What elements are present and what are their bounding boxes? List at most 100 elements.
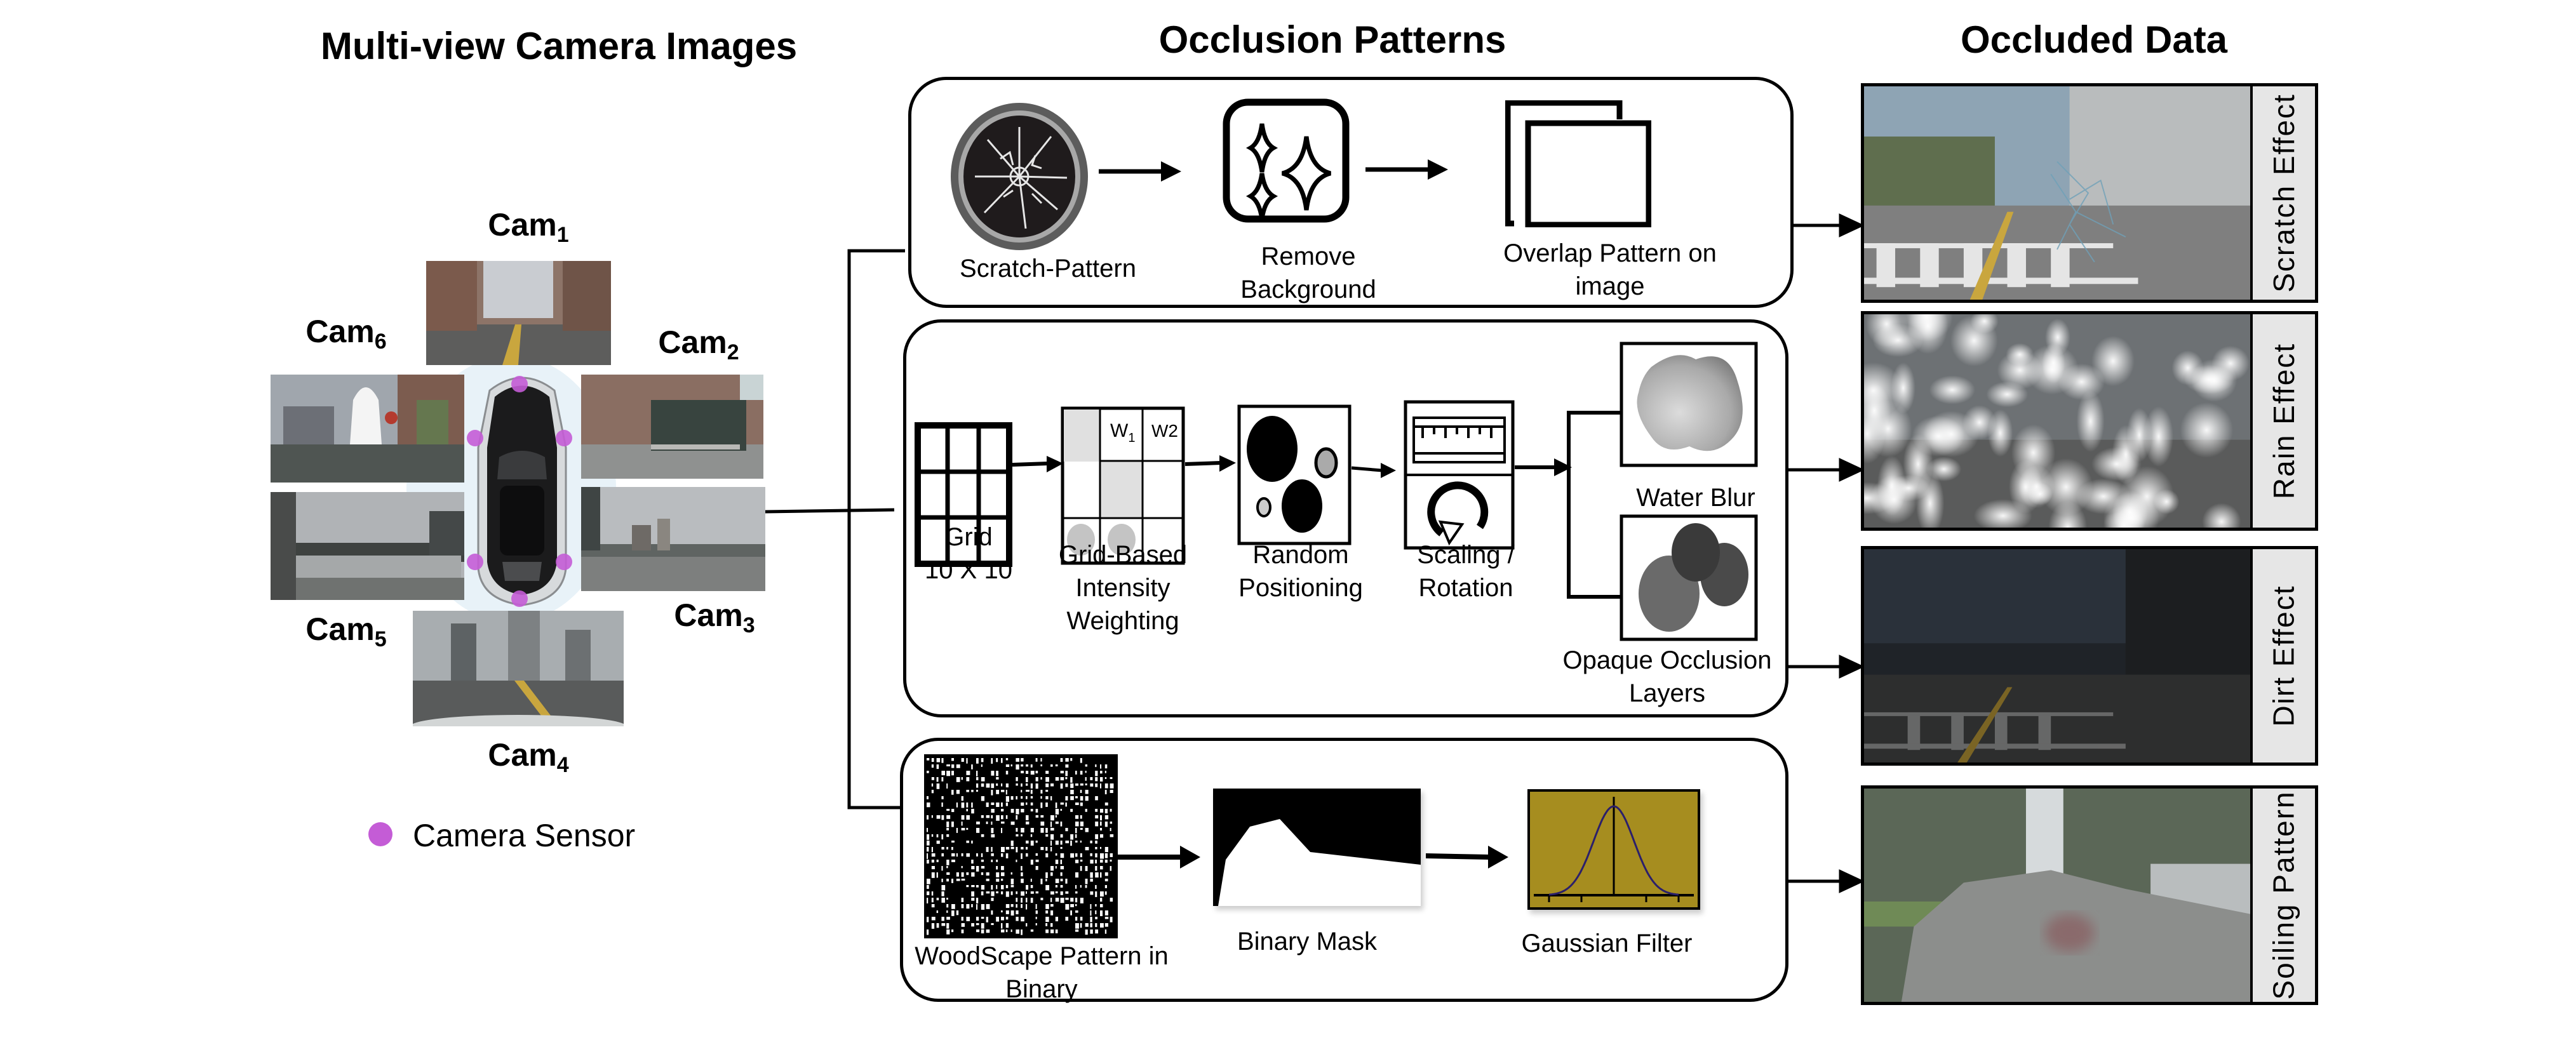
woodscape-speck: [1026, 904, 1028, 910]
camera-sensor-dot-front-right: [556, 430, 572, 446]
woodscape-speck: [1080, 822, 1084, 827]
woodscape-speck: [1095, 853, 1097, 858]
rain-drop-blob: [2076, 478, 2131, 515]
woodscape-speck: [1035, 809, 1038, 813]
woodscape-speck: [1095, 777, 1098, 782]
rain-drop-blob: [1864, 482, 1896, 514]
woodscape-speck: [1100, 777, 1103, 782]
woodscape-speck: [996, 771, 998, 776]
woodscape-speck: [1104, 872, 1108, 876]
woodscape-speck: [1001, 783, 1003, 787]
woodscape-speck: [1026, 923, 1028, 927]
woodscape-speck: [1060, 891, 1063, 895]
woodscape-speck: [1095, 771, 1098, 776]
woodscape-speck: [1085, 879, 1088, 884]
header-occlusion-patterns: Occlusion Patterns: [1158, 18, 1506, 61]
woodscape-speck: [1080, 866, 1082, 871]
woodscape-speck: [936, 898, 939, 901]
woodscape-speck: [1060, 809, 1063, 811]
woodscape-speck: [1060, 879, 1063, 882]
woodscape-speck: [1021, 866, 1023, 871]
woodscape-speck: [1100, 828, 1103, 831]
woodscape-speck: [1021, 758, 1024, 762]
woodscape-speck: [941, 758, 944, 763]
woodscape-speck: [1010, 872, 1012, 875]
woodscape-speck: [1021, 917, 1024, 922]
woodscape-speck: [1080, 771, 1083, 775]
woodscape-speck: [981, 764, 983, 767]
woodscape-speck: [1005, 904, 1010, 909]
woodscape-speck: [971, 809, 974, 814]
woodscape-speck: [946, 828, 949, 830]
woodscape-speck: [981, 796, 985, 801]
woodscape-speck: [1110, 860, 1112, 862]
woodscape-speck: [1070, 796, 1074, 801]
woodscape-speck: [1045, 929, 1049, 933]
woodscape-speck: [1090, 904, 1092, 909]
woodscape-speck: [1050, 815, 1054, 821]
woodscape-speck: [931, 758, 934, 763]
woodscape-speck: [1005, 790, 1007, 795]
woodscape-speck: [1095, 834, 1099, 839]
woodscape-speck: [936, 841, 940, 844]
woodscape-speck: [1050, 910, 1054, 916]
woodscape-speck: [1104, 879, 1108, 882]
ruler-rotate-icon: [1404, 400, 1515, 550]
woodscape-speck: [961, 929, 964, 934]
woodscape-speck: [976, 758, 979, 764]
woodscape-speck: [991, 771, 995, 776]
woodscape-speck: [966, 809, 969, 811]
opaque-circles-icon: [1620, 514, 1758, 641]
woodscape-speck: [1080, 841, 1082, 843]
woodscape-speck: [1070, 834, 1074, 840]
woodscape-speck: [946, 917, 950, 920]
woodscape-speck: [951, 758, 954, 761]
woodscape-speck: [1100, 809, 1104, 813]
woodscape-speck: [1030, 841, 1034, 846]
woodscape-speck: [1055, 841, 1059, 845]
woodscape-speck: [1060, 860, 1063, 865]
weight-w1-label: W1: [1110, 420, 1135, 445]
woodscape-speck: [1030, 796, 1033, 799]
woodscape-speck: [1010, 910, 1014, 916]
woodscape-speck: [1016, 815, 1018, 820]
woodscape-speck: [996, 815, 1000, 821]
woodscape-speck: [1090, 929, 1093, 934]
rain-effect-image: [1864, 314, 2253, 528]
rain-drop-blob: [1987, 409, 2013, 457]
woodscape-speck: [1035, 771, 1038, 774]
woodscape-speck: [1095, 904, 1097, 907]
woodscape-speck: [971, 860, 974, 864]
rain-drop-blob: [2009, 460, 2043, 514]
woodscape-speck: [1085, 885, 1087, 888]
woodscape-speck: [936, 815, 941, 819]
woodscape-speck: [1080, 803, 1083, 806]
woodscape-speck: [1010, 885, 1014, 888]
woodscape-speck: [961, 904, 964, 909]
woodscape-speck: [1026, 853, 1028, 857]
header-occluded-data: Occluded Data: [1960, 18, 2228, 61]
woodscape-speck: [946, 809, 950, 811]
woodscape-speck: [1100, 764, 1102, 769]
woodscape-speck: [1075, 885, 1077, 889]
woodscape-speck: [927, 885, 929, 889]
woodscape-speck: [951, 910, 955, 916]
woodscape-speck: [936, 834, 939, 837]
woodscape-speck: [1005, 923, 1009, 928]
woodscape-speck: [927, 758, 930, 761]
woodscape-speck: [1035, 891, 1039, 894]
woodscape-speck: [1090, 923, 1092, 928]
woodscape-speck: [976, 783, 979, 788]
cam2-label: Cam2: [658, 324, 739, 364]
woodscape-speck: [1040, 758, 1042, 762]
woodscape-speck: [1065, 898, 1069, 900]
woodscape-speck: [1016, 904, 1017, 908]
woodscape-speck: [931, 872, 935, 878]
woodscape-speck: [961, 758, 964, 762]
step-label-scaling-rotation: Scaling /Rotation: [1417, 541, 1515, 602]
woodscape-speck: [1070, 853, 1075, 858]
woodscape-speck: [931, 866, 935, 870]
woodscape-speck: [951, 790, 954, 795]
woodscape-speck: [1030, 834, 1033, 837]
